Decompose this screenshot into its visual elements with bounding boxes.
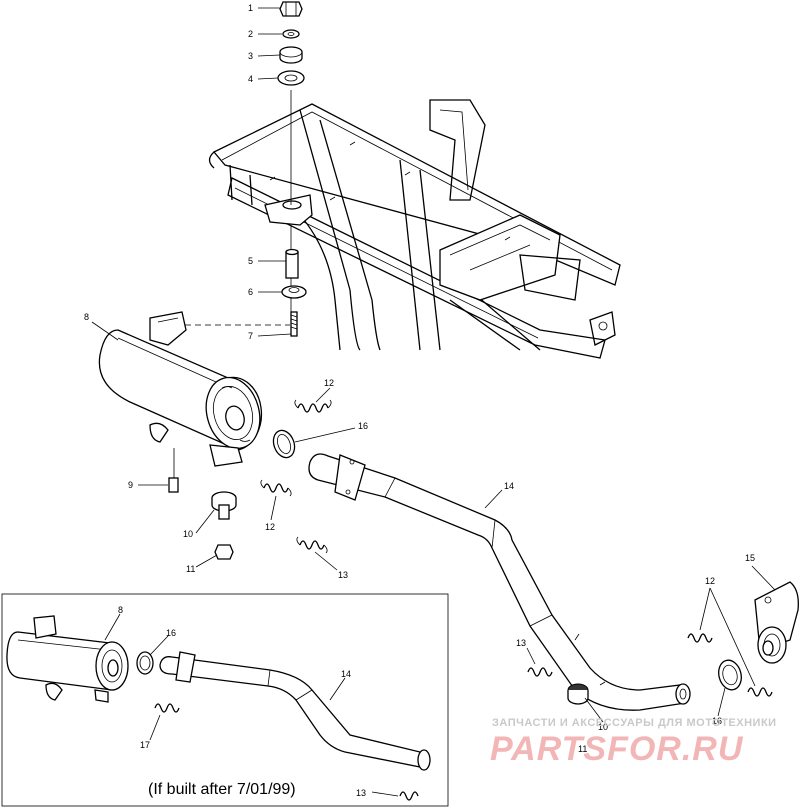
grommet-part-10 (211, 491, 237, 520)
callout-12a: 12 (324, 378, 334, 388)
inset-callout-16: 16 (166, 628, 176, 638)
inset-callout-13: 13 (356, 788, 366, 798)
callout-14: 14 (504, 481, 514, 491)
callout-12c: 12 (705, 576, 715, 586)
nut-part-11 (214, 544, 234, 560)
callout-13a: 13 (338, 570, 348, 580)
gasket-part-16b (718, 659, 742, 691)
watermark-brand: PARTSFOR.RU (490, 730, 744, 768)
inset-gasket (136, 651, 154, 675)
callout-16b: 16 (712, 716, 722, 726)
inset-callout-8: 8 (118, 605, 123, 615)
inset-muffler (6, 615, 129, 703)
muffler-part-8 (98, 311, 263, 467)
callout-16a: 16 (358, 421, 368, 431)
callout-8: 8 (84, 312, 89, 322)
inset-caption: (If built after 7/01/99) (148, 781, 296, 798)
callout-4: 4 (248, 74, 253, 84)
callout-9: 9 (128, 480, 133, 490)
callout-1: 1 (248, 3, 253, 13)
mount-hardware-stack (185, 1, 307, 337)
manifold-part-15 (754, 581, 799, 664)
frame-assembly (208, 99, 621, 359)
callout-labels: 1 2 3 4 5 6 7 8 9 10 11 12 12 13 16 14 1… (84, 3, 755, 754)
spacer-part-5 (285, 251, 299, 279)
grommet-part-10b (567, 683, 589, 705)
inset-box: 8 16 17 14 13 (If built after 7/01/99) (1, 593, 449, 807)
callout-11b: 11 (578, 744, 587, 754)
gasket-part-16 (272, 429, 296, 459)
callout-12b: 12 (265, 522, 275, 532)
spring-part-13b (527, 667, 553, 677)
spring-part-12a (294, 399, 332, 413)
grommet-part-3 (279, 46, 303, 64)
callout-5: 5 (248, 256, 253, 266)
spring-part-12c (687, 633, 713, 643)
bolt-part-9 (168, 448, 179, 493)
callout-10b: 10 (598, 722, 608, 732)
spring-part-12b (260, 479, 292, 497)
callout-11: 11 (186, 564, 195, 574)
callout-6: 6 (248, 287, 253, 297)
inset-spring-13 (399, 791, 419, 801)
inset-callout-14: 14 (341, 669, 351, 679)
watermark: ЗАПЧАСТИ И АКСЕССУАРЫ ДЛЯ МОТОТЕХНИКИ PA… (490, 717, 777, 768)
inset-spring-17 (154, 703, 180, 713)
inset-callout-17: 17 (140, 740, 150, 750)
leader-lines (91, 7, 776, 723)
callout-2: 2 (248, 29, 253, 39)
callout-10: 10 (183, 529, 193, 539)
nut-part-1 (279, 1, 303, 17)
callout-7: 7 (248, 331, 253, 341)
callout-13b: 13 (516, 638, 526, 648)
grommet-part-4 (277, 70, 305, 86)
callout-3: 3 (248, 51, 253, 61)
callout-15: 15 (745, 553, 755, 563)
spring-part-13a (296, 536, 328, 554)
spring-part-12d (747, 687, 773, 697)
watermark-tagline: ЗАПЧАСТИ И АКСЕССУАРЫ ДЛЯ МОТОТЕХНИКИ (492, 717, 777, 729)
head-pipe-part-14 (308, 453, 691, 711)
inset-head-pipe (159, 651, 431, 771)
washer-part-2 (282, 29, 300, 39)
